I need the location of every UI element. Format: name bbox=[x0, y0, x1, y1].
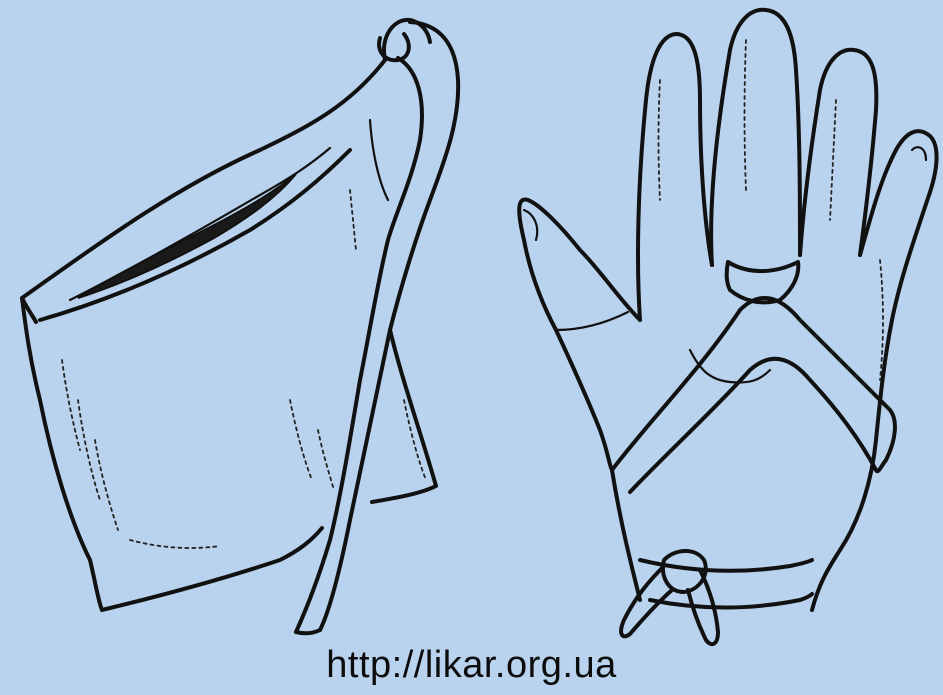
hand-little-nail bbox=[912, 147, 926, 160]
hand-thumb-crease bbox=[556, 312, 628, 330]
bandage-hatch-1 bbox=[62, 360, 80, 450]
hand-ring-finger bbox=[800, 50, 876, 255]
bandage-inner-rim bbox=[70, 148, 330, 300]
hand-with-bandage bbox=[519, 10, 936, 644]
bandage-strap-outer bbox=[320, 22, 458, 630]
hand-thumb-nail bbox=[524, 210, 537, 240]
hand-hatch-2 bbox=[745, 40, 747, 190]
hand-bandage-strip-lower bbox=[630, 359, 876, 492]
hand-bandage-strip-end bbox=[876, 460, 886, 471]
bandage-strap-crease bbox=[370, 120, 388, 200]
bandage-hatch-4 bbox=[290, 400, 312, 480]
bandage-strap-inner bbox=[296, 58, 422, 632]
bandage-hatch-3 bbox=[95, 440, 118, 530]
bandage-hatch-7 bbox=[350, 190, 356, 250]
bandage-cloth-body bbox=[22, 60, 385, 610]
hand-hatch-4 bbox=[880, 260, 883, 380]
hand-bandage-strip-upper bbox=[612, 298, 895, 470]
hand-hatch-1 bbox=[659, 80, 661, 200]
bandage-back-flap bbox=[372, 330, 436, 502]
folded-triangular-bandage bbox=[22, 20, 458, 633]
hand-wrist-band-bottom bbox=[650, 594, 812, 608]
bandage-hatch-8 bbox=[130, 540, 220, 548]
hand-middle-finger bbox=[711, 10, 800, 265]
hand-thumb bbox=[519, 199, 640, 470]
bandage-strap-tip bbox=[296, 630, 320, 633]
source-url-caption: http://likar.org.ua bbox=[0, 641, 943, 689]
bandage-hatch-5 bbox=[318, 430, 334, 490]
hand-hatch-3 bbox=[830, 100, 836, 220]
hand-index-finger bbox=[638, 34, 712, 320]
